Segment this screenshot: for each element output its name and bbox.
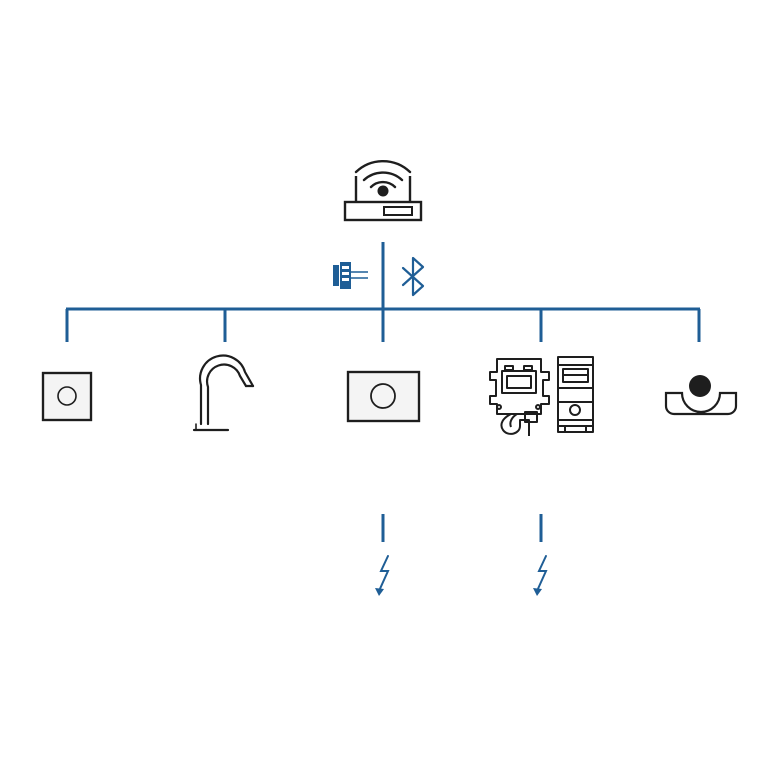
flush-plate-icon	[346, 370, 421, 423]
power-supply-icon	[533, 555, 548, 596]
urinal-sensor-icon	[664, 375, 738, 416]
wifi-gateway-icon	[343, 159, 423, 222]
wired-connector-icon	[333, 262, 368, 289]
flush-actuator-module-icon	[489, 356, 594, 436]
small-flush-plate-icon	[41, 371, 93, 422]
power-supply-icon	[375, 555, 390, 596]
network-lines	[65, 242, 701, 542]
bluetooth-icon	[401, 256, 425, 297]
faucet-icon	[192, 354, 255, 432]
